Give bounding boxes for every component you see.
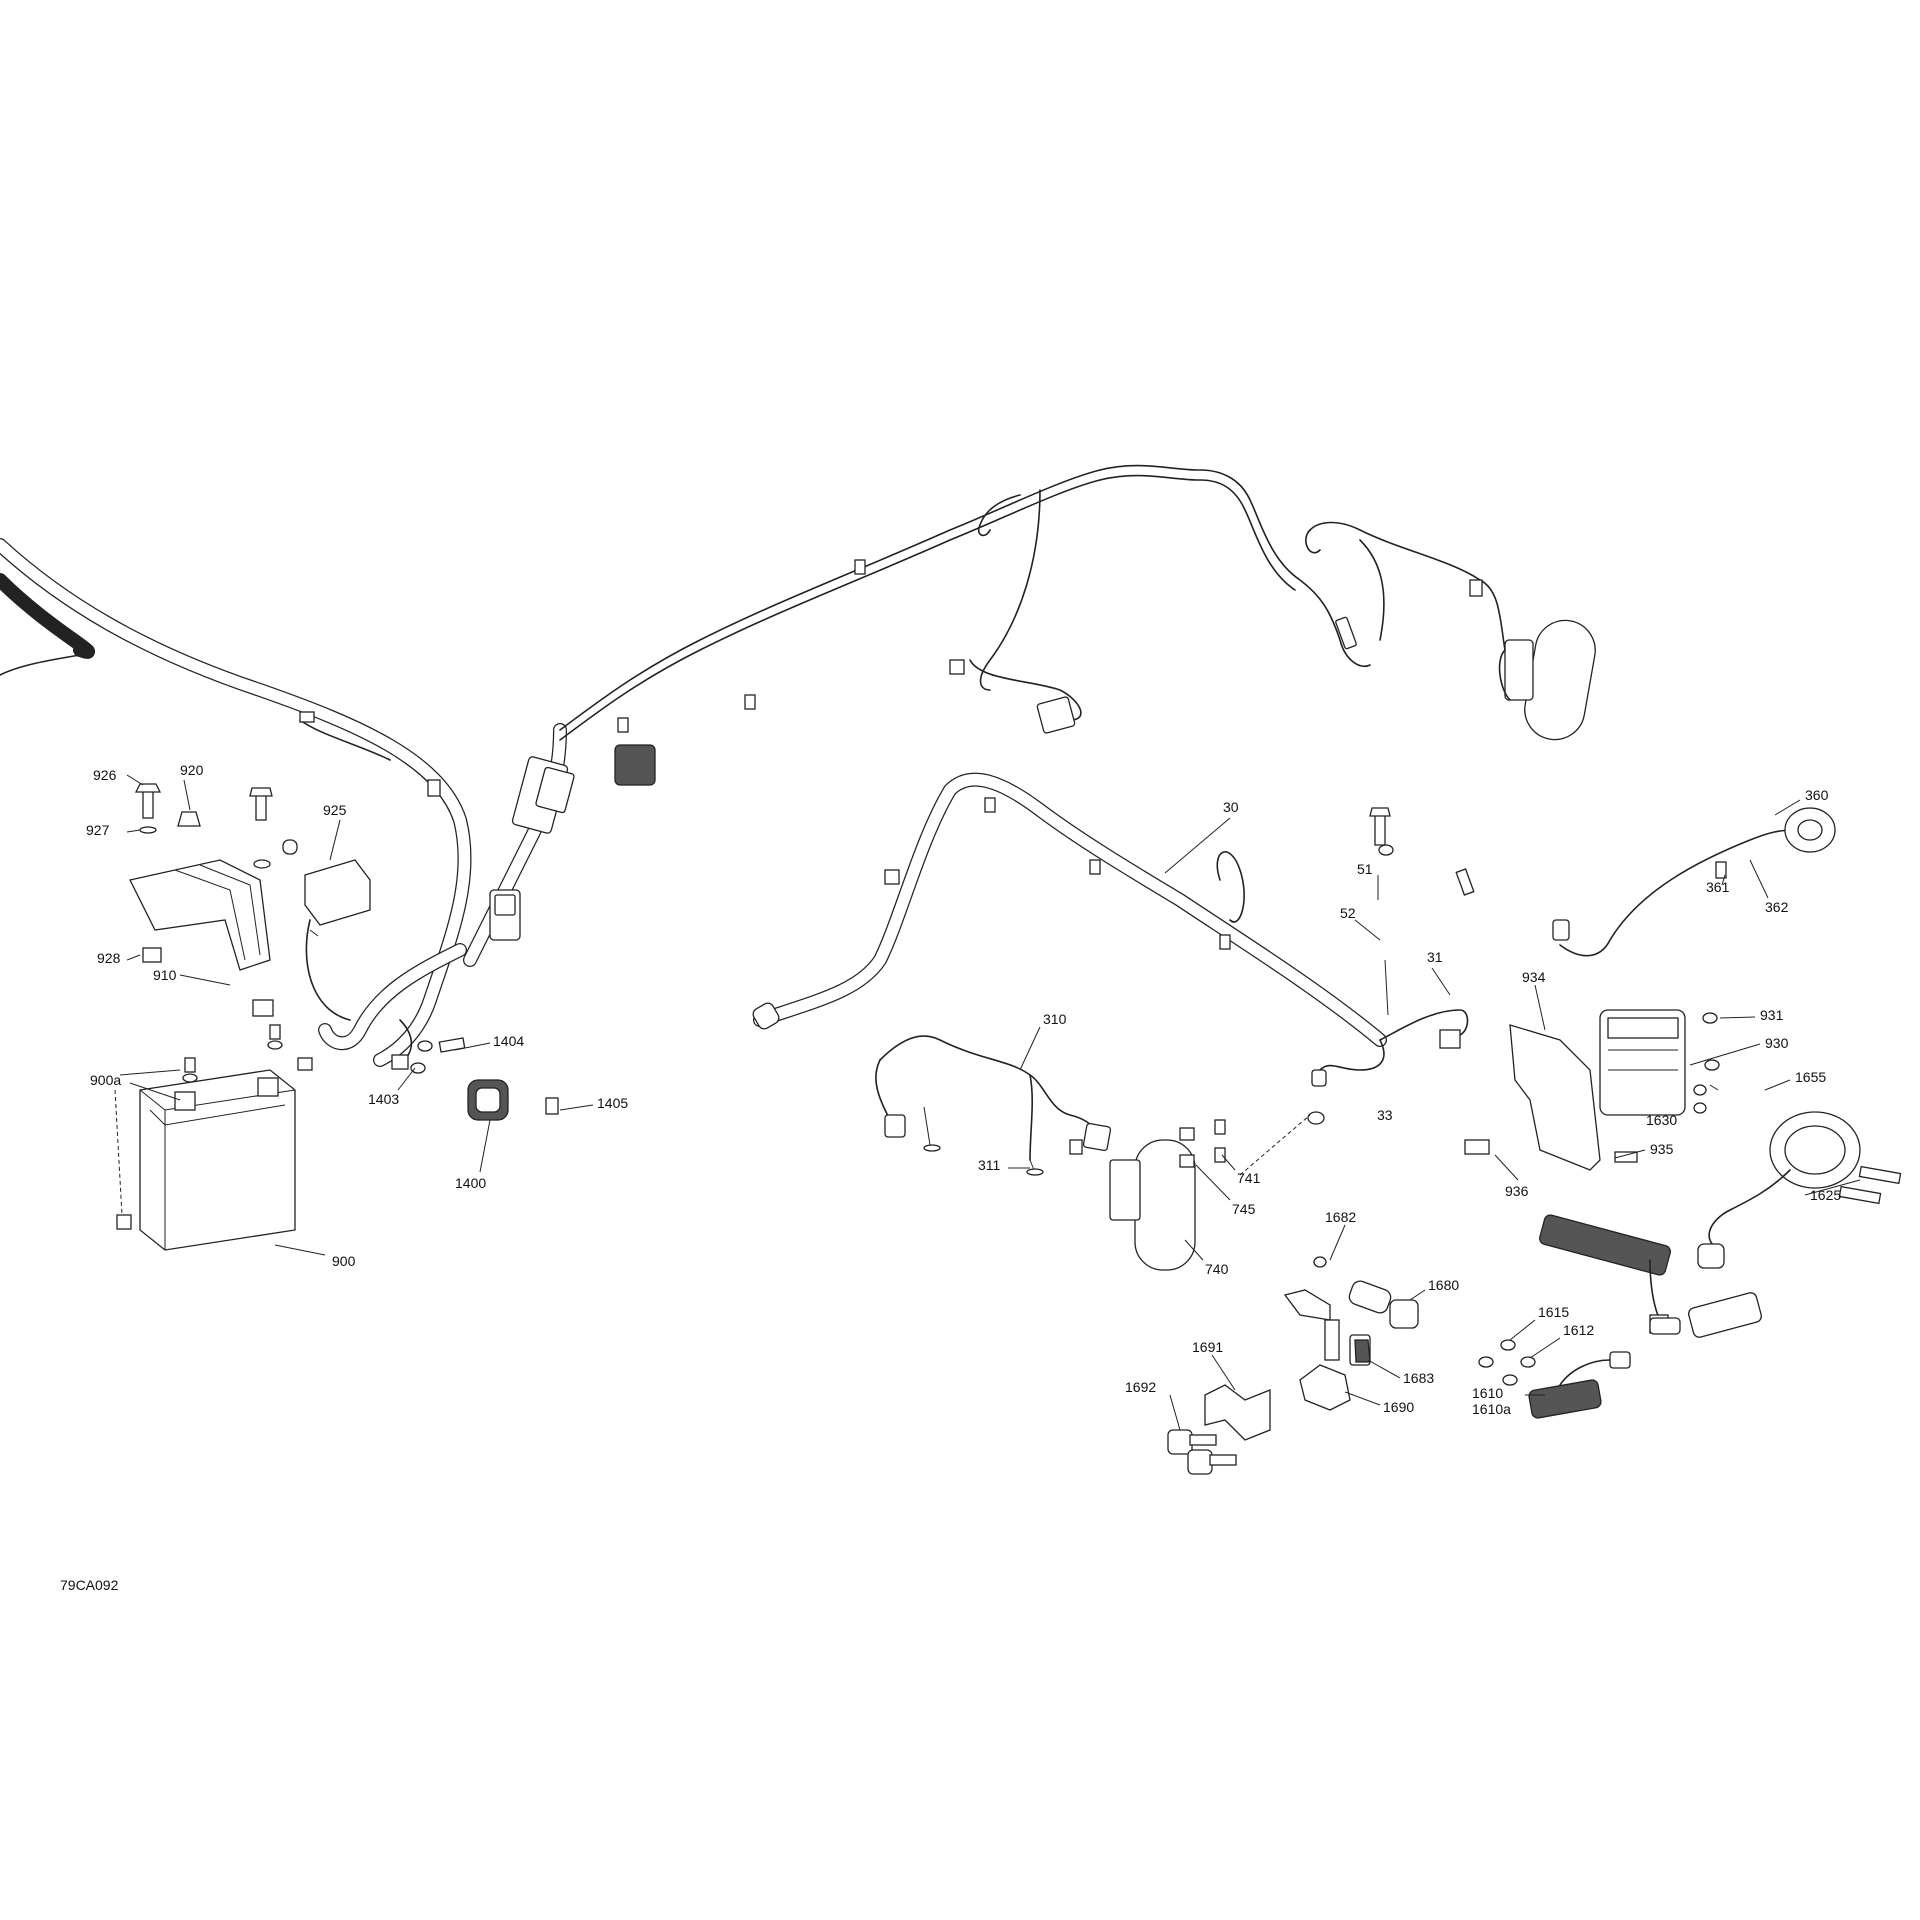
callout-1610: 1610 <box>1472 1385 1503 1401</box>
callout-1630: 1630 <box>1646 1112 1677 1128</box>
callout-1615: 1615 <box>1538 1304 1569 1320</box>
callout-1610a: 1610a <box>1472 1401 1511 1417</box>
solenoid-1400 <box>467 1079 559 1121</box>
callout-926: 926 <box>93 767 117 783</box>
battery-hold-down-910 <box>129 859 271 971</box>
callout-362: 362 <box>1765 899 1789 915</box>
callout-1692: 1692 <box>1125 1379 1156 1395</box>
harness-clip <box>299 711 315 723</box>
callout-900a: 900a <box>90 1072 121 1088</box>
callout-51: 51 <box>1357 861 1373 877</box>
callout-1403: 1403 <box>368 1091 399 1107</box>
sensor-1690 <box>1299 1364 1351 1411</box>
battery-cables <box>305 889 467 1070</box>
callout-741: 741 <box>1237 1170 1261 1186</box>
callout-1690: 1690 <box>1383 1399 1414 1415</box>
callout-936: 936 <box>1505 1183 1529 1199</box>
stator-1655 <box>1693 1084 1902 1269</box>
upper-harness <box>559 464 1506 741</box>
callout-360: 360 <box>1805 787 1829 803</box>
callout-931: 931 <box>1760 1007 1784 1023</box>
callout-740: 740 <box>1205 1261 1229 1277</box>
callout-labels: 926 920 927 925 928 910 900a 900 1404 14… <box>60 762 1841 1593</box>
callout-30: 30 <box>1223 799 1239 815</box>
callout-31: 31 <box>1427 949 1443 965</box>
callout-1400: 1400 <box>455 1175 486 1191</box>
connector-cluster <box>463 723 656 967</box>
callout-1680: 1680 <box>1428 1277 1459 1293</box>
callout-928: 928 <box>97 950 121 966</box>
callout-1612: 1612 <box>1563 1322 1594 1338</box>
fasteners-left <box>116 783 466 1230</box>
callout-1405: 1405 <box>597 1095 628 1111</box>
sensor-1680 <box>1283 1256 1419 1361</box>
callout-1683: 1683 <box>1403 1370 1434 1386</box>
diagram-code: 79CA092 <box>60 1577 119 1593</box>
callout-910: 910 <box>153 967 177 983</box>
callout-1691: 1691 <box>1192 1339 1223 1355</box>
relay-925 <box>282 839 371 937</box>
callout-310: 310 <box>1043 1011 1067 1027</box>
callout-33: 33 <box>1377 1107 1393 1123</box>
harness-clip <box>427 779 441 797</box>
fasteners-center <box>1307 807 1475 1125</box>
callout-925: 925 <box>323 802 347 818</box>
callout-745: 745 <box>1232 1201 1256 1217</box>
module-1610 <box>1478 1339 1631 1419</box>
harness-30 <box>752 772 1469 1087</box>
callout-361: 361 <box>1706 879 1730 895</box>
leader-lines <box>114 774 1861 1431</box>
callout-1682: 1682 <box>1325 1209 1356 1225</box>
battery-900 <box>139 1069 296 1251</box>
callout-900: 900 <box>332 1253 356 1269</box>
callout-934: 934 <box>1522 969 1546 985</box>
callout-930: 930 <box>1765 1035 1789 1051</box>
main-harness-trunk <box>0 538 472 1067</box>
callout-52: 52 <box>1340 905 1356 921</box>
callout-1625: 1625 <box>1810 1187 1841 1203</box>
callout-927: 927 <box>86 822 110 838</box>
sensor-1683 <box>1349 1334 1371 1366</box>
callout-920: 920 <box>180 762 204 778</box>
callout-1404: 1404 <box>493 1033 524 1049</box>
sensor-360 <box>1552 807 1836 957</box>
callout-1655: 1655 <box>1795 1069 1826 1085</box>
bracket-1691 <box>1167 1384 1271 1475</box>
connector <box>391 1054 409 1070</box>
callout-935: 935 <box>1650 1141 1674 1157</box>
bracket-934 <box>1464 1009 1720 1171</box>
upper-right-lamp <box>1359 539 1596 741</box>
harness-310 <box>875 1035 1112 1176</box>
sensor-assemblies-lower <box>1539 1214 1762 1338</box>
lamp-740 <box>1109 1119 1226 1271</box>
callout-311: 311 <box>978 1157 1001 1173</box>
